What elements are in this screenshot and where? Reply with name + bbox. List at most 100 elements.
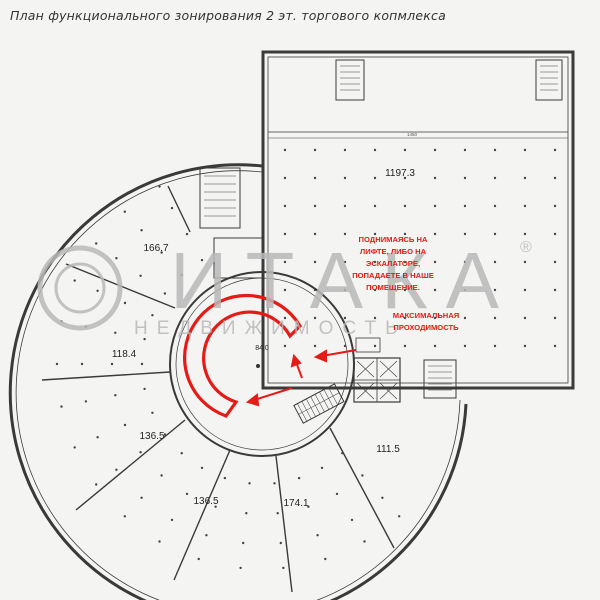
hall-column-dot xyxy=(283,260,287,264)
zone-labels: 1197.3 166.7 118.4 136.5 136.5 174.1 111… xyxy=(112,168,416,509)
watermark-logo-ring xyxy=(37,245,123,331)
ring-staircase-top xyxy=(199,167,241,229)
note-1-line-4: ПОПАДАЕТЕ В НАШЕ xyxy=(352,271,434,280)
ring-column-dot xyxy=(170,518,174,522)
plan-title: План функционального зонирования 2 эт. т… xyxy=(10,8,446,23)
ring-column-dot xyxy=(95,483,98,486)
hall-column-dot xyxy=(553,232,557,236)
hall-column-dot xyxy=(403,288,407,292)
hall-column-dot xyxy=(493,204,497,208)
ring-column-dot xyxy=(80,362,84,366)
hall-column-dot xyxy=(283,288,287,292)
ring-column-dot xyxy=(123,210,127,213)
hall-column-dot xyxy=(523,232,527,236)
ring-column-dot xyxy=(123,301,127,305)
hall-column-dot xyxy=(343,204,347,208)
hall-column-dot xyxy=(313,148,317,152)
ring-column-dot xyxy=(158,540,161,543)
arrow-from-escalator xyxy=(253,387,293,401)
hall-column-dot xyxy=(463,344,467,348)
ring-column-dot xyxy=(163,433,167,436)
hall-column-dot xyxy=(403,204,407,208)
ring-column-dot xyxy=(185,492,189,496)
circular-building xyxy=(8,163,468,600)
hall-inner-wall xyxy=(267,56,569,384)
hall-column-dot xyxy=(313,344,317,348)
ring-column-dot xyxy=(84,400,88,403)
hall-column-dot xyxy=(523,148,527,152)
hall-column-dot xyxy=(373,232,377,236)
ring-column-dot xyxy=(200,466,204,470)
elevator-shaft-2-icon xyxy=(379,360,398,378)
hall-column-dot xyxy=(343,176,347,180)
watermark-logo-inner-ring xyxy=(54,262,106,314)
ring-column-dot xyxy=(115,257,118,260)
ring-column-dot xyxy=(363,540,366,543)
hall-column-dot xyxy=(373,148,377,152)
hall-column-dot xyxy=(463,288,467,292)
arrow-up-head-icon xyxy=(290,353,302,368)
hall-column-dot xyxy=(493,232,497,236)
ring-column-dot xyxy=(381,496,384,499)
hall-column-dot xyxy=(313,204,317,208)
hall-column-dot xyxy=(373,260,377,264)
hall-column-dot xyxy=(283,148,287,152)
hall-column-dot xyxy=(523,260,527,264)
hall-column-dot xyxy=(523,176,527,180)
hall-column-dot xyxy=(433,148,437,152)
hall-column-dot xyxy=(553,316,557,320)
ring-column-dot xyxy=(114,394,117,397)
hall-column-dot xyxy=(493,344,497,348)
watermark-brand: ИТАКА xyxy=(170,236,517,325)
zone-label-highlighted: 84.0 xyxy=(255,345,269,352)
hall-column-dot xyxy=(523,316,527,320)
hall-column-dot xyxy=(283,232,287,236)
annotation-note-1: ПОДНИМАЯСЬ НА ЛИФТЕ, ЛИБО НА ЭСКАЛАТОРЕ,… xyxy=(352,235,434,292)
ring-column-dot xyxy=(279,541,282,545)
hall-column-grid xyxy=(283,148,557,348)
ring-column-dot xyxy=(110,362,114,366)
ring-technical-room xyxy=(213,237,265,279)
ring-column-dot xyxy=(73,446,76,449)
ring-column-dot xyxy=(398,515,401,518)
elevator-shaft-4-icon xyxy=(379,382,398,400)
ring-column-dot xyxy=(140,229,143,232)
watermark: ИТАКА ® НЕДВИЖИМОСТЬ xyxy=(37,236,532,339)
ring-column-dot xyxy=(282,566,285,570)
ring-column-dot xyxy=(248,482,251,485)
hall-column-dot xyxy=(343,260,347,264)
ring-column-dot xyxy=(160,251,163,254)
hall-column-dot xyxy=(373,316,377,320)
hall-column-dot xyxy=(343,288,347,292)
hall-column-dot xyxy=(433,232,437,236)
ring-column-dot xyxy=(297,476,301,480)
ring-column-dot xyxy=(335,492,339,496)
hall-column-dot xyxy=(463,260,467,264)
hall-column-dot xyxy=(313,176,317,180)
ring-column-dot xyxy=(95,242,98,245)
watermark-subtitle: НЕДВИЖИМОСТЬ xyxy=(134,318,407,339)
zone-label-5: 174.1 xyxy=(283,498,308,509)
movement-arrows xyxy=(245,349,357,407)
hall-column-dot xyxy=(553,288,557,292)
ring-column-dot xyxy=(151,314,154,317)
ring-column-dot xyxy=(361,474,364,477)
ring-column-dot xyxy=(140,362,144,366)
ring-column-dot xyxy=(96,436,99,439)
hall-column-dot xyxy=(493,316,497,320)
ring-column-dot xyxy=(307,505,310,508)
ring-column-dot xyxy=(320,466,324,470)
ring-column-dot xyxy=(73,279,76,282)
note-1-line-3: ЭСКАЛАТОРЕ, xyxy=(366,259,420,268)
hall-outer-wall xyxy=(261,50,575,390)
ring-column-dot xyxy=(140,496,143,499)
ring-outer-wall-inner xyxy=(15,170,461,600)
ring-column-dot xyxy=(350,518,354,522)
hall-column-dot xyxy=(493,260,497,264)
ring-column-dot xyxy=(123,423,127,427)
hall-staircase-right-steps xyxy=(540,65,558,91)
hall-column-dot xyxy=(283,204,287,208)
zone-label-1: 166.7 xyxy=(143,243,168,254)
ring-column-dot xyxy=(60,405,63,408)
